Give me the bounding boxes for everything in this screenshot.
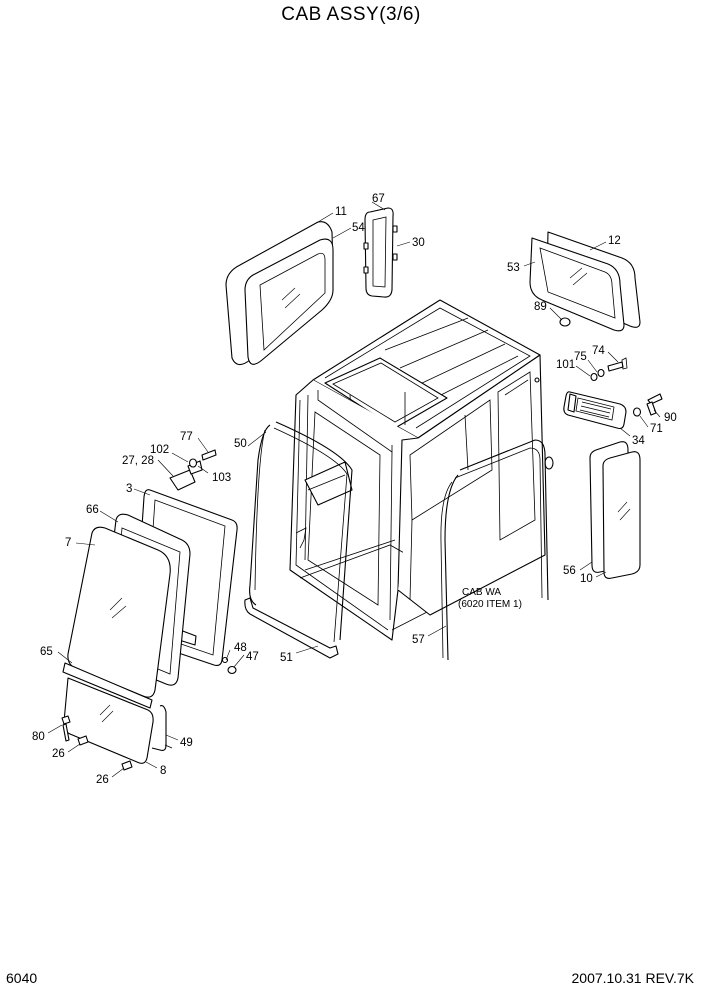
callout-67: 67 bbox=[372, 193, 385, 205]
callout-57: 57 bbox=[412, 634, 425, 646]
leader-lines bbox=[47, 201, 661, 778]
knob-90-71 bbox=[632, 393, 663, 417]
callout-90: 90 bbox=[664, 412, 677, 424]
callout-74: 74 bbox=[592, 345, 605, 357]
callout-8: 8 bbox=[160, 765, 166, 777]
hardware-74-75-101 bbox=[590, 357, 628, 382]
rail-51 bbox=[244, 597, 339, 659]
callout-54: 54 bbox=[352, 222, 365, 234]
callout-66: 66 bbox=[86, 504, 99, 516]
callout-65: 65 bbox=[40, 646, 53, 658]
callout-51: 51 bbox=[280, 652, 293, 664]
cab-body bbox=[289, 299, 554, 641]
seal-57 bbox=[440, 439, 549, 661]
callout-3: 3 bbox=[126, 483, 132, 495]
hinge-102 bbox=[169, 449, 217, 491]
cab-wa-note-line-1: CAB WA bbox=[462, 587, 501, 598]
callout-80: 80 bbox=[32, 731, 45, 743]
vent-34 bbox=[563, 391, 627, 430]
callout-71: 71 bbox=[650, 423, 663, 435]
callout-26b: 26 bbox=[96, 774, 109, 786]
callout-12: 12 bbox=[608, 235, 621, 247]
callout-50: 50 bbox=[234, 438, 247, 450]
callout-103: 103 bbox=[212, 472, 231, 484]
callout-47: 47 bbox=[246, 651, 259, 663]
callout-89: 89 bbox=[534, 301, 547, 313]
side-window-10 bbox=[589, 441, 641, 579]
callout-7: 7 bbox=[65, 537, 71, 549]
strip-67 bbox=[363, 207, 398, 298]
callout-11: 11 bbox=[335, 206, 347, 218]
callout-10: 10 bbox=[580, 573, 593, 585]
glass-7 bbox=[67, 526, 171, 698]
page-title: CAB ASSY(3/6) bbox=[281, 4, 421, 25]
callout-labels: 11 54 67 30 12 53 89 74 75 101 90 71 34 … bbox=[32, 193, 677, 786]
callout-77: 77 bbox=[180, 431, 193, 443]
seal-50 bbox=[249, 421, 353, 643]
page-number: 6040 bbox=[6, 970, 38, 986]
callout-48: 48 bbox=[234, 642, 247, 654]
lower-glass-8 bbox=[61, 662, 173, 771]
callout-49: 49 bbox=[180, 737, 193, 749]
revision-date: 2007.10.31 REV.7K bbox=[571, 970, 694, 986]
rear-window-11 bbox=[225, 221, 334, 366]
callout-101: 101 bbox=[556, 359, 575, 371]
callout-26a: 26 bbox=[52, 748, 65, 760]
roof-window-12 bbox=[529, 231, 641, 332]
callout-56: 56 bbox=[563, 565, 576, 577]
callout-30: 30 bbox=[412, 237, 425, 249]
callout-102: 102 bbox=[150, 444, 169, 456]
callout-53: 53 bbox=[507, 262, 520, 274]
callout-75: 75 bbox=[574, 351, 587, 363]
cab-wa-note-line-2: (6020 ITEM 1) bbox=[458, 599, 522, 610]
callout-34: 34 bbox=[632, 435, 645, 447]
callout-27-28: 27, 28 bbox=[122, 455, 154, 467]
